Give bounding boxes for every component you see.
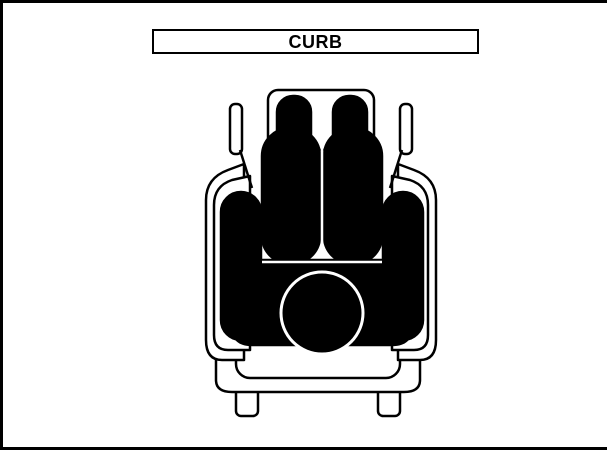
left-brace: [238, 149, 254, 189]
right-leg: [322, 126, 384, 266]
curb-label: CURB: [288, 31, 343, 52]
curb-label-box: CURB: [152, 29, 479, 54]
right-front-post: [398, 102, 414, 156]
left-leg: [260, 126, 322, 266]
left-front-post: [228, 102, 244, 156]
head: [279, 270, 365, 356]
right-brace: [388, 149, 404, 189]
